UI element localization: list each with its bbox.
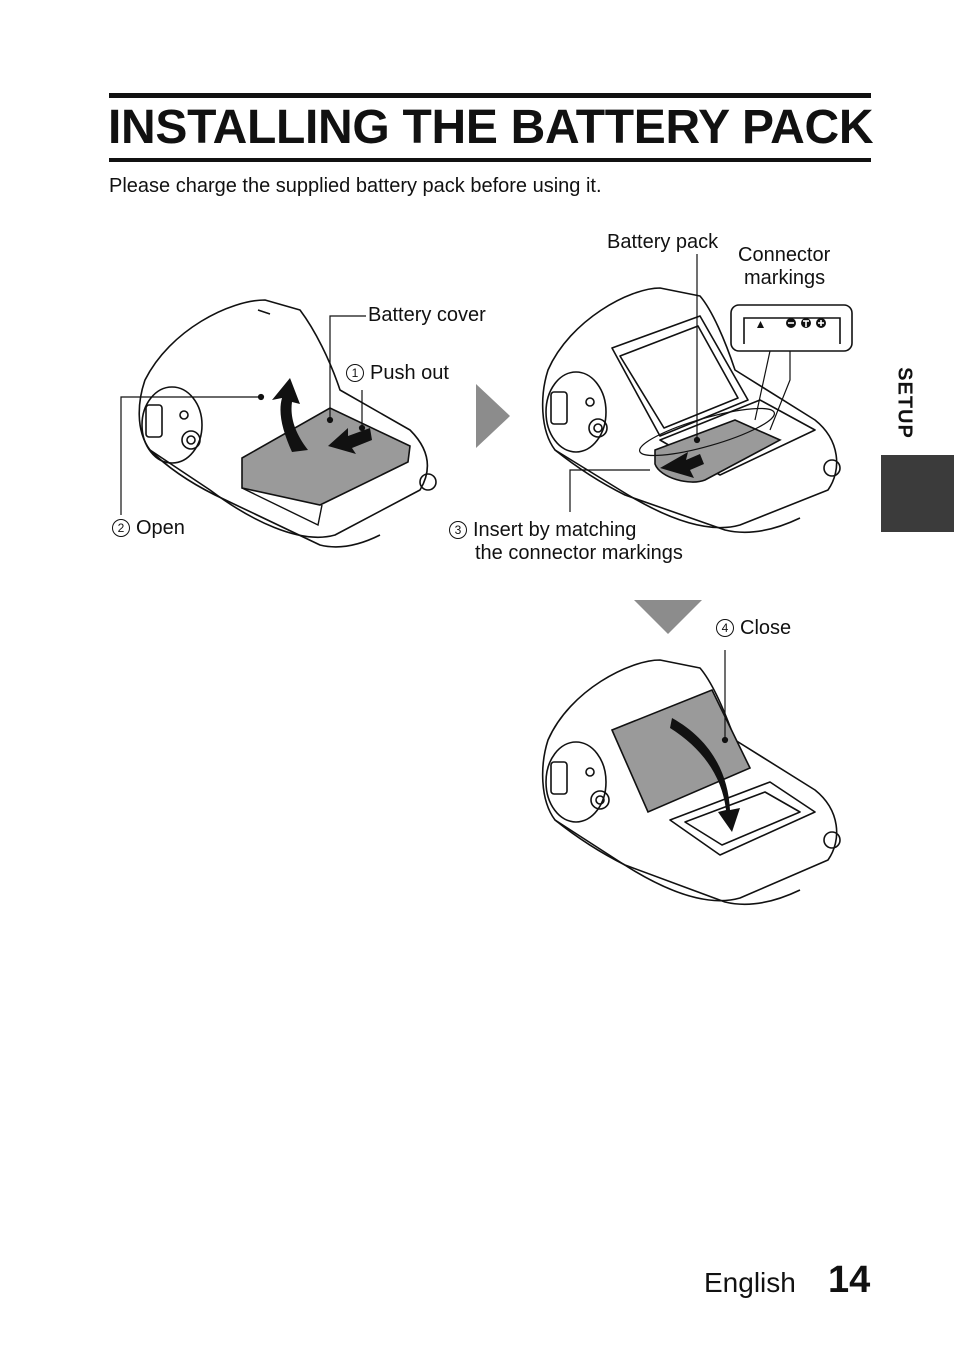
connector-markings-callout bbox=[730, 304, 853, 352]
camera-illustration-closed bbox=[138, 299, 437, 548]
page-title: INSTALLING THE BATTERY PACK bbox=[108, 101, 874, 154]
close-arrow-icon bbox=[670, 718, 740, 832]
insert-arrow-icon bbox=[660, 452, 704, 478]
battery-pack-label: Battery pack bbox=[607, 231, 719, 253]
camera-illustration-closing bbox=[541, 659, 841, 906]
step-number-2: 2 bbox=[112, 519, 130, 537]
push-out-arrow-icon bbox=[328, 428, 372, 454]
figure2-leader-lines bbox=[569, 254, 791, 512]
battery-cover-open-icon bbox=[610, 688, 752, 814]
battery-pack-icon bbox=[639, 407, 782, 483]
figure3-leader-line bbox=[721, 650, 729, 744]
title-rule-top bbox=[109, 93, 871, 98]
side-tab-marker bbox=[881, 455, 954, 532]
connector-markings-label-line1: Connector bbox=[738, 244, 831, 266]
triangle-marker-icon bbox=[757, 321, 764, 328]
intro-text: Please charge the supplied battery pack … bbox=[109, 175, 602, 197]
open-arrow-icon bbox=[272, 378, 308, 452]
page-number: 14 bbox=[828, 1259, 871, 1301]
insert-label-line2: the connector markings bbox=[475, 542, 683, 564]
battery-cover-icon bbox=[241, 407, 411, 527]
title-rule-bottom bbox=[109, 158, 871, 162]
step-number-1: 1 bbox=[346, 364, 364, 382]
step-number-4: 4 bbox=[716, 619, 734, 637]
step-arrow-down-icon bbox=[634, 600, 702, 634]
step-arrow-right-icon bbox=[476, 384, 510, 448]
connector-markings-label-line2: markings bbox=[744, 267, 826, 289]
figure1-leader-lines bbox=[120, 315, 366, 515]
step-number-3: 3 bbox=[449, 521, 467, 539]
footer-language: English bbox=[704, 1267, 796, 1298]
battery-cover-label: Battery cover bbox=[368, 304, 486, 326]
